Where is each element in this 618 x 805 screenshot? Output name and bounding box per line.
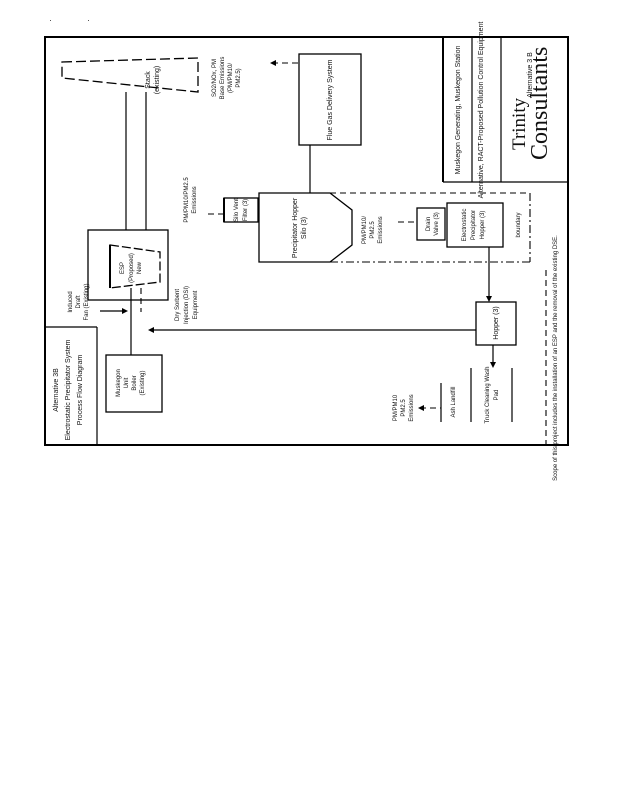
svg-text:Equipment: Equipment <box>193 290 199 319</box>
legend-title: Alternative 3B <box>53 368 60 412</box>
svg-text:(existing): (existing) <box>154 66 161 94</box>
svg-text:Alternative 3B: Alternative 3B <box>53 368 60 412</box>
svg-text:Fan (Existing): Fan (Existing) <box>84 283 90 320</box>
svg-text:Emissions: Emissions <box>192 186 198 213</box>
dry-sorbent-label: Dry Sorbent Injection (DSI) Equipment <box>175 286 199 324</box>
svg-text:Silo Vent: Silo Vent <box>234 198 240 222</box>
company-logo: Trinity Consultants <box>509 47 553 160</box>
truck-wash-label: Truck Cleaning Wash Pad <box>485 367 500 424</box>
svg-text:Valve (3): Valve (3) <box>434 212 440 236</box>
stack-emissions-label: SO2/NOx, PM Base Emissions (PM/PM10/ PM2… <box>212 57 242 100</box>
svg-text:Pad: Pad <box>494 390 500 401</box>
svg-text:Ash Landfill: Ash Landfill <box>451 386 457 417</box>
svg-text:(Existing): (Existing) <box>140 370 146 395</box>
svg-text:(PM/PM10/: (PM/PM10/ <box>228 63 234 93</box>
filter-emission-label: PM/PM10/PM2.5 Emissions <box>184 177 198 223</box>
filter-label: Silo Vent Filter (3) <box>234 198 249 222</box>
svg-text:Silo (3): Silo (3) <box>301 217 308 239</box>
scope-note: Scope of this project includes the insta… <box>553 235 559 481</box>
svg-text:Drain: Drain <box>426 217 432 231</box>
svg-text:Base Emissions: Base Emissions <box>220 57 226 100</box>
svg-text:PM2.5: PM2.5 <box>401 399 407 417</box>
drain-valve-box <box>416 207 446 241</box>
drawing-frame <box>44 36 569 446</box>
arrowhead <box>490 362 496 368</box>
svg-text:Emissions: Emissions <box>378 216 384 243</box>
svg-text:Alternative, RACT-Proposed Pol: Alternative, RACT-Proposed Pollution Con… <box>478 22 485 199</box>
svg-text:Trinity: Trinity <box>509 97 530 150</box>
stack-shape <box>61 57 199 93</box>
svg-text:Alternative 3 B: Alternative 3 B <box>527 52 534 98</box>
drain-valve-label: Drain Valve (3) <box>426 212 440 236</box>
induced-draft-label: Induced Draft Fan (Existing) <box>68 283 90 320</box>
svg-text:Consultants: Consultants <box>527 47 553 160</box>
scan-speck <box>88 20 89 21</box>
svg-text:(Proposed): (Proposed) <box>129 253 135 283</box>
legend-line3: Process Flow Diagram <box>77 355 84 426</box>
arrowhead <box>418 405 424 411</box>
svg-text:Muskegon: Muskegon <box>116 369 122 397</box>
svg-text:Emissions: Emissions <box>409 394 415 421</box>
svg-text:New: New <box>137 261 143 274</box>
svg-text:Scope of this project includes: Scope of this project includes the insta… <box>553 235 559 481</box>
svg-text:Truck Cleaning Wash: Truck Cleaning Wash <box>485 367 491 424</box>
svg-text:Draft: Draft <box>76 295 82 308</box>
scan-speck <box>50 20 51 21</box>
title-project: Muskegon Generating, Muskegon Station <box>455 46 462 175</box>
drawing-label: Alternative 3 B <box>527 52 534 98</box>
svg-text:PM/PM10/: PM/PM10/ <box>362 216 368 244</box>
esp-label: ESP (Proposed) New <box>120 253 143 283</box>
stack-label: Stack (existing) <box>145 66 161 94</box>
landfill-emissions-label: PM/PM10 PM2.5 Emissions <box>393 394 415 422</box>
svg-text:ESP: ESP <box>120 262 126 274</box>
boiler-box <box>105 354 163 413</box>
svg-text:Electrostatic Precipitator Sys: Electrostatic Precipitator System <box>65 339 72 440</box>
svg-text:Process Flow Diagram: Process Flow Diagram <box>77 355 84 426</box>
esp-hopper-unit-box <box>446 202 504 248</box>
arrowhead <box>486 296 492 302</box>
svg-text:Injection (DSI): Injection (DSI) <box>184 286 190 324</box>
svg-text:Electrostatic: Electrostatic <box>462 209 468 242</box>
flue-gas-system-box <box>298 53 362 146</box>
esp-shape <box>109 244 161 289</box>
svg-text:Flue Gas Delivery System: Flue Gas Delivery System <box>327 59 334 140</box>
svg-text:Hopper (3): Hopper (3) <box>480 211 486 240</box>
svg-text:Precipitator Hopper: Precipitator Hopper <box>292 197 299 258</box>
svg-text:Boiler: Boiler <box>132 375 138 390</box>
svg-text:Induced: Induced <box>68 291 74 312</box>
svg-text:Hopper (3): Hopper (3) <box>493 306 500 339</box>
svg-text:Unit: Unit <box>124 377 130 388</box>
svg-text:PM/PM10: PM/PM10 <box>393 394 399 421</box>
boundary-label: boundary <box>516 212 522 237</box>
title-subtitle: Alternative, RACT-Proposed Pollution Con… <box>478 22 485 199</box>
hopper-box <box>475 301 517 346</box>
boiler-label: Muskegon Unit Boiler (Existing) <box>116 369 146 397</box>
landfill-label: Ash Landfill <box>451 386 457 417</box>
svg-text:PM2.5): PM2.5) <box>236 68 242 87</box>
arrowhead <box>270 60 276 66</box>
svg-text:Precipitator: Precipitator <box>471 210 477 240</box>
flue-gas-system-label: Flue Gas Delivery System <box>327 59 334 140</box>
silo-vent-filter-box <box>223 197 259 223</box>
ash-emissions-label: PM/PM10/ PM2.5 Emissions <box>362 216 384 244</box>
svg-text:Filter (3): Filter (3) <box>243 199 249 221</box>
svg-text:Muskegon Generating, Muskegon: Muskegon Generating, Muskegon Station <box>455 46 462 175</box>
arrowhead <box>148 327 154 333</box>
svg-text:boundary: boundary <box>516 212 522 237</box>
svg-text:SO2/NOx, PM: SO2/NOx, PM <box>212 59 218 97</box>
svg-text:Stack: Stack <box>145 71 152 89</box>
esp-hopper-unit-label: Electrostatic Precipitator Hopper (3) <box>462 209 486 242</box>
svg-text:PM/PM10/PM2.5: PM/PM10/PM2.5 <box>184 177 190 223</box>
svg-text:Dry Sorbent: Dry Sorbent <box>175 289 181 321</box>
hopper-label: Hopper (3) <box>493 306 500 339</box>
legend-line2: Electrostatic Precipitator System <box>65 339 72 440</box>
svg-text:PM2.5: PM2.5 <box>370 221 376 239</box>
arrowhead <box>122 308 128 314</box>
hopper-silo-label: Precipitator Hopper Silo (3) <box>292 197 308 258</box>
